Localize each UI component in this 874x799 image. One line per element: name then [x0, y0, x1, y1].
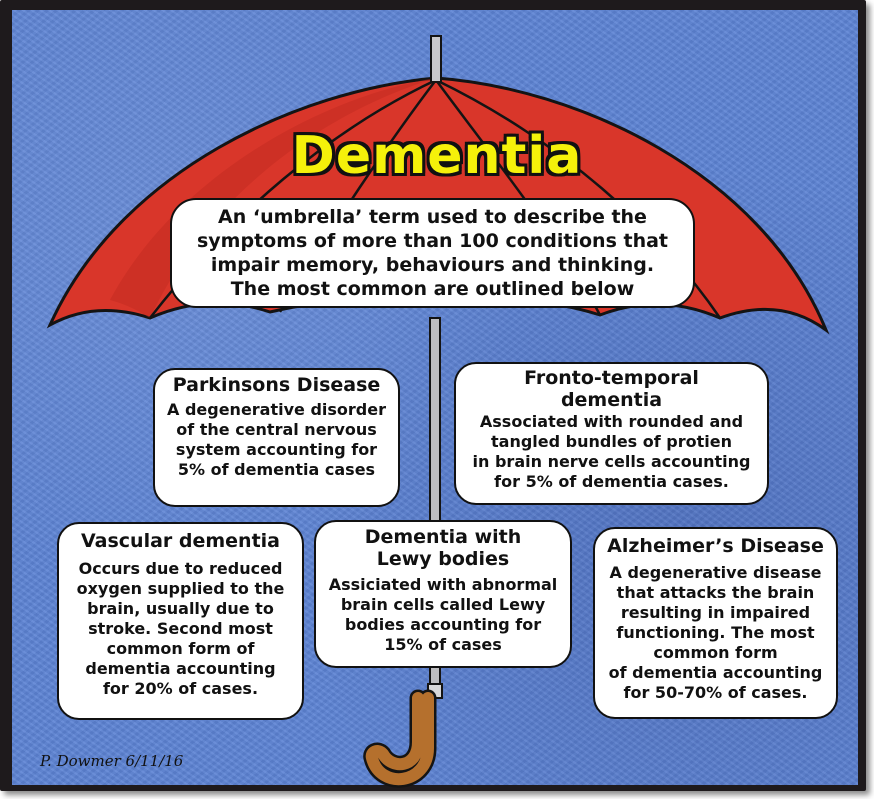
box-heading-line: Lewy bodies [316, 548, 570, 570]
box-heading: Alzheimer’s Disease [595, 535, 836, 557]
box-line: of the central nervous [155, 420, 398, 440]
box-line: 5% of dementia cases [155, 460, 398, 480]
box-body: Assiciated with abnormal brain cells cal… [316, 575, 570, 655]
intro-line: symptoms of more than 100 conditions tha… [172, 229, 693, 253]
box-line: A degenerative disease [595, 563, 836, 583]
box-body: A degenerative disorder of the central n… [155, 400, 398, 480]
box-line: Associated with rounded and [456, 412, 767, 432]
box-body: A degenerative disease that attacks the … [595, 563, 836, 703]
intro-line: An ‘umbrella’ term used to describe the [172, 205, 693, 229]
box-body: Occurs due to reduced oxygen supplied to… [59, 559, 302, 699]
box-line: for 50-70% of cases. [595, 683, 836, 703]
box-line: dementia accounting [59, 659, 302, 679]
box-line: common form of [59, 639, 302, 659]
box-line: oxygen supplied to the [59, 579, 302, 599]
box-heading: Dementia with Lewy bodies [316, 526, 570, 570]
page-title: Dementia [0, 126, 874, 186]
box-line: Assiciated with abnormal [316, 575, 570, 595]
box-line: brain cells called Lewy [316, 595, 570, 615]
lewy-bodies-box: Dementia with Lewy bodies Assiciated wit… [314, 520, 572, 668]
box-heading-line: Dementia with [316, 526, 570, 548]
box-line: of dementia accounting [595, 663, 836, 683]
box-heading: Parkinsons Disease [155, 374, 398, 396]
box-heading: Fronto-temporal dementia [456, 367, 767, 411]
vascular-box: Vascular dementia Occurs due to reduced … [57, 522, 304, 720]
box-line: for 20% of cases. [59, 679, 302, 699]
artist-signature: P. Dowmer 6/11/16 [40, 752, 183, 770]
box-body: Associated with rounded and tangled bund… [456, 412, 767, 492]
intro-box: An ‘umbrella’ term used to describe the … [170, 198, 695, 308]
fronto-temporal-box: Fronto-temporal dementia Associated with… [454, 362, 769, 505]
box-line: system accounting for [155, 440, 398, 460]
box-line: stroke. Second most [59, 619, 302, 639]
box-heading-line: dementia [456, 389, 767, 411]
intro-line: The most common are outlined below [172, 277, 693, 301]
box-line: in brain nerve cells accounting [456, 452, 767, 472]
box-line: bodies accounting for [316, 615, 570, 635]
box-heading: Vascular dementia [59, 530, 302, 552]
box-line: brain, usually due to [59, 599, 302, 619]
alzheimers-box: Alzheimer’s Disease A degenerative disea… [593, 527, 838, 719]
box-line: that attacks the brain [595, 583, 836, 603]
box-line: Occurs due to reduced [59, 559, 302, 579]
box-line: tangled bundles of protien [456, 432, 767, 452]
intro-line: impair memory, behaviours and thinking. [172, 253, 693, 277]
parkinsons-box: Parkinsons Disease A degenerative disord… [153, 368, 400, 507]
umbrella-tip [431, 36, 441, 82]
box-line: A degenerative disorder [155, 400, 398, 420]
box-line: functioning. The most [595, 623, 836, 643]
box-line: resulting in impaired [595, 603, 836, 623]
box-line: common form [595, 643, 836, 663]
box-line: for 5% of dementia cases. [456, 472, 767, 492]
box-heading-line: Fronto-temporal [456, 367, 767, 389]
box-line: 15% of cases [316, 635, 570, 655]
